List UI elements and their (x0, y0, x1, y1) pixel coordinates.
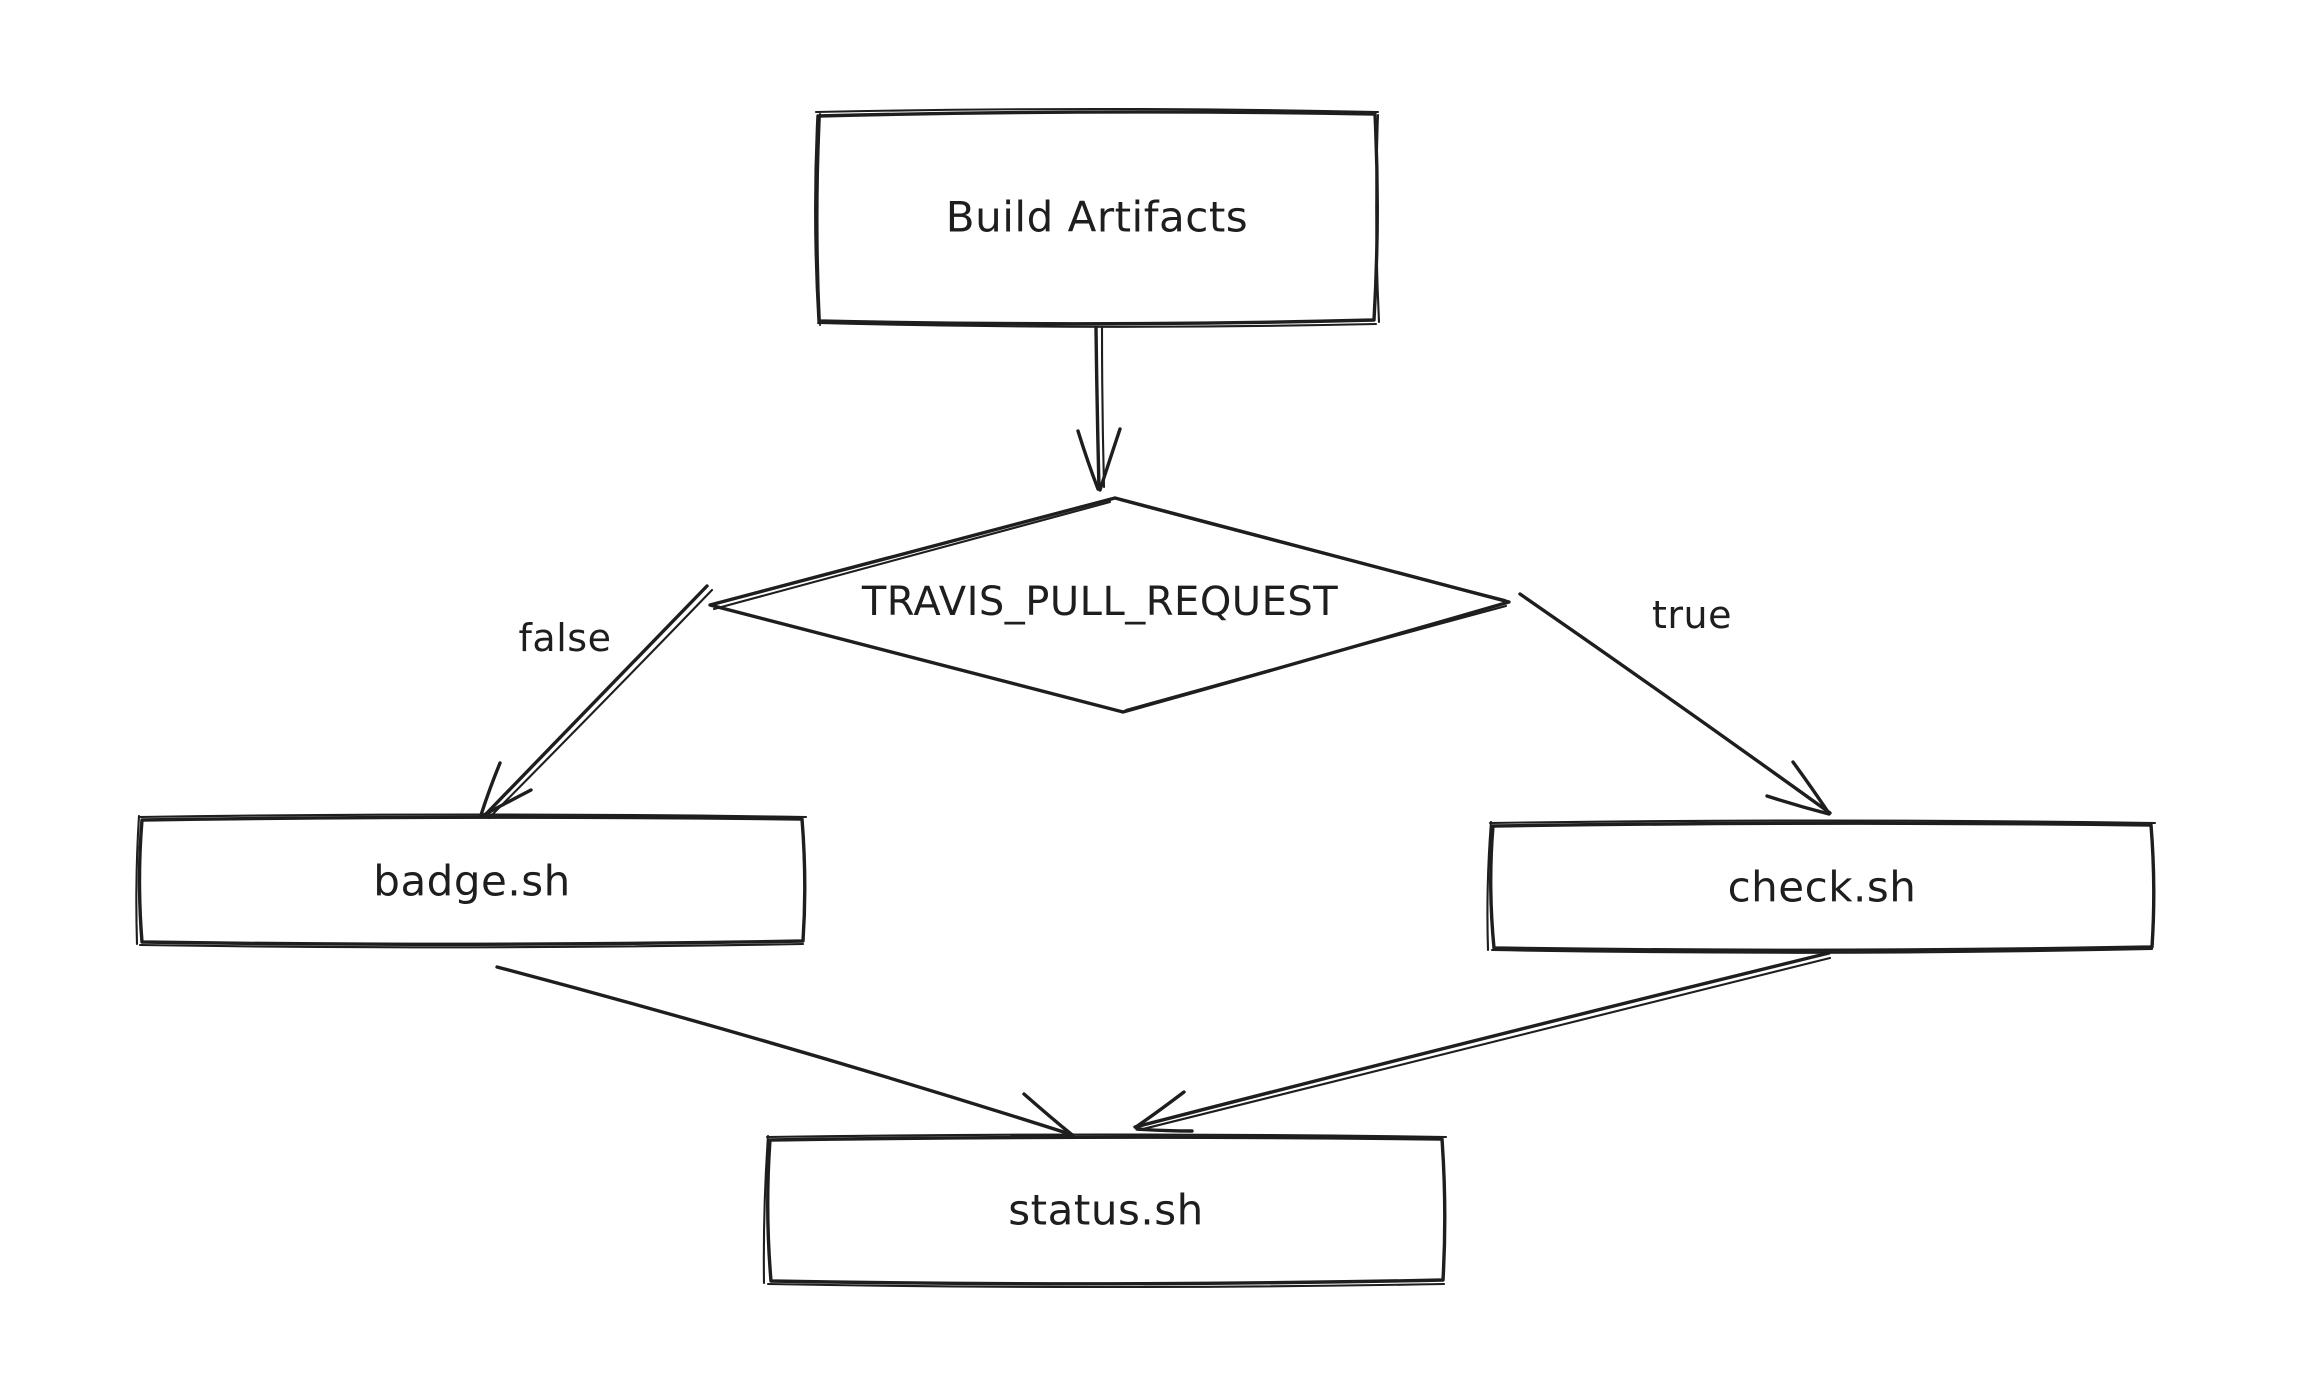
node-build-artifacts-label: Build Artifacts (945, 192, 1249, 242)
edge-travis-to-check-arrow (1518, 592, 1832, 816)
node-badge-sh-box (135, 813, 808, 949)
node-status-sh-box (762, 1133, 1448, 1289)
edge-build-to-travis-arrow (1076, 325, 1122, 492)
edge-true-label: true (1652, 593, 1732, 637)
edge-false-label: false (518, 616, 612, 660)
edge-travis-to-badge-arrow (479, 584, 714, 820)
node-badge-sh-label: badge.sh (373, 856, 571, 906)
edge-check-to-status-arrow (1133, 951, 1832, 1133)
node-status-sh-label: status.sh (1008, 1185, 1204, 1235)
node-check-sh-label: check.sh (1727, 862, 1917, 912)
node-travis-pull-request-diamond (708, 496, 1511, 714)
edge-badge-to-status-arrow (495, 965, 1075, 1139)
node-travis-pull-request-label: TRAVIS_PULL_REQUEST (861, 579, 1339, 625)
node-build-artifacts-box (814, 107, 1381, 328)
node-check-sh-box (1486, 819, 2157, 954)
